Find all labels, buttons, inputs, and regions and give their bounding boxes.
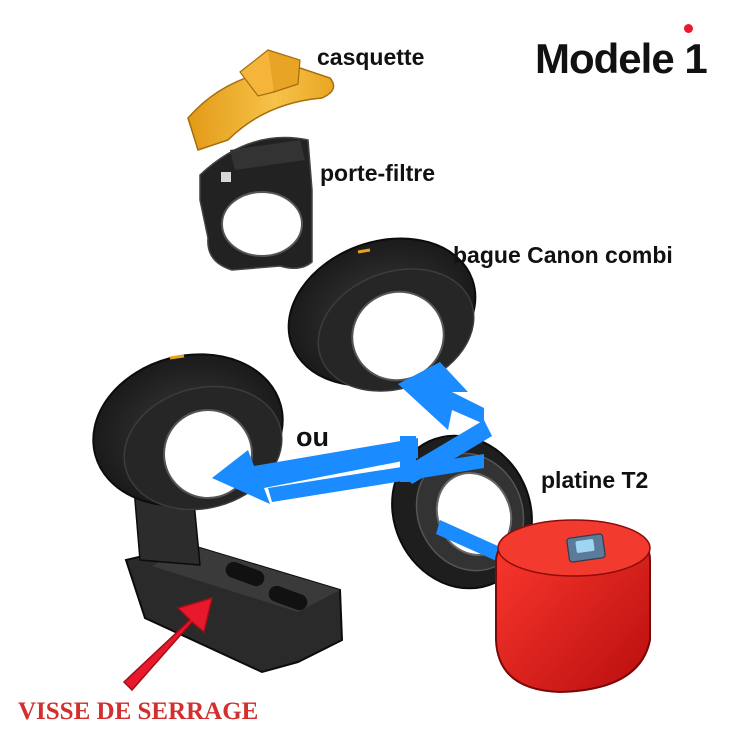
label-porte-filtre: porte-filtre	[320, 160, 435, 186]
label-bague-canon-combi: bague Canon combi	[453, 242, 673, 268]
label-casquette: casquette	[317, 44, 425, 70]
casquette-part	[187, 49, 335, 151]
label-visse-de-serrage: VISSE DE SERRAGE	[18, 698, 259, 725]
camera-part	[495, 519, 651, 694]
support-bracket-part	[92, 353, 344, 674]
label-platine-t2: platine T2	[541, 467, 649, 493]
porte-filtre-part	[199, 136, 313, 271]
bague-canon-part	[287, 237, 477, 392]
label-ou: ou	[296, 422, 329, 452]
page-title: Modele 1	[535, 35, 708, 82]
red-pointer-arrow	[122, 596, 214, 692]
title-accent-dot	[684, 24, 693, 33]
